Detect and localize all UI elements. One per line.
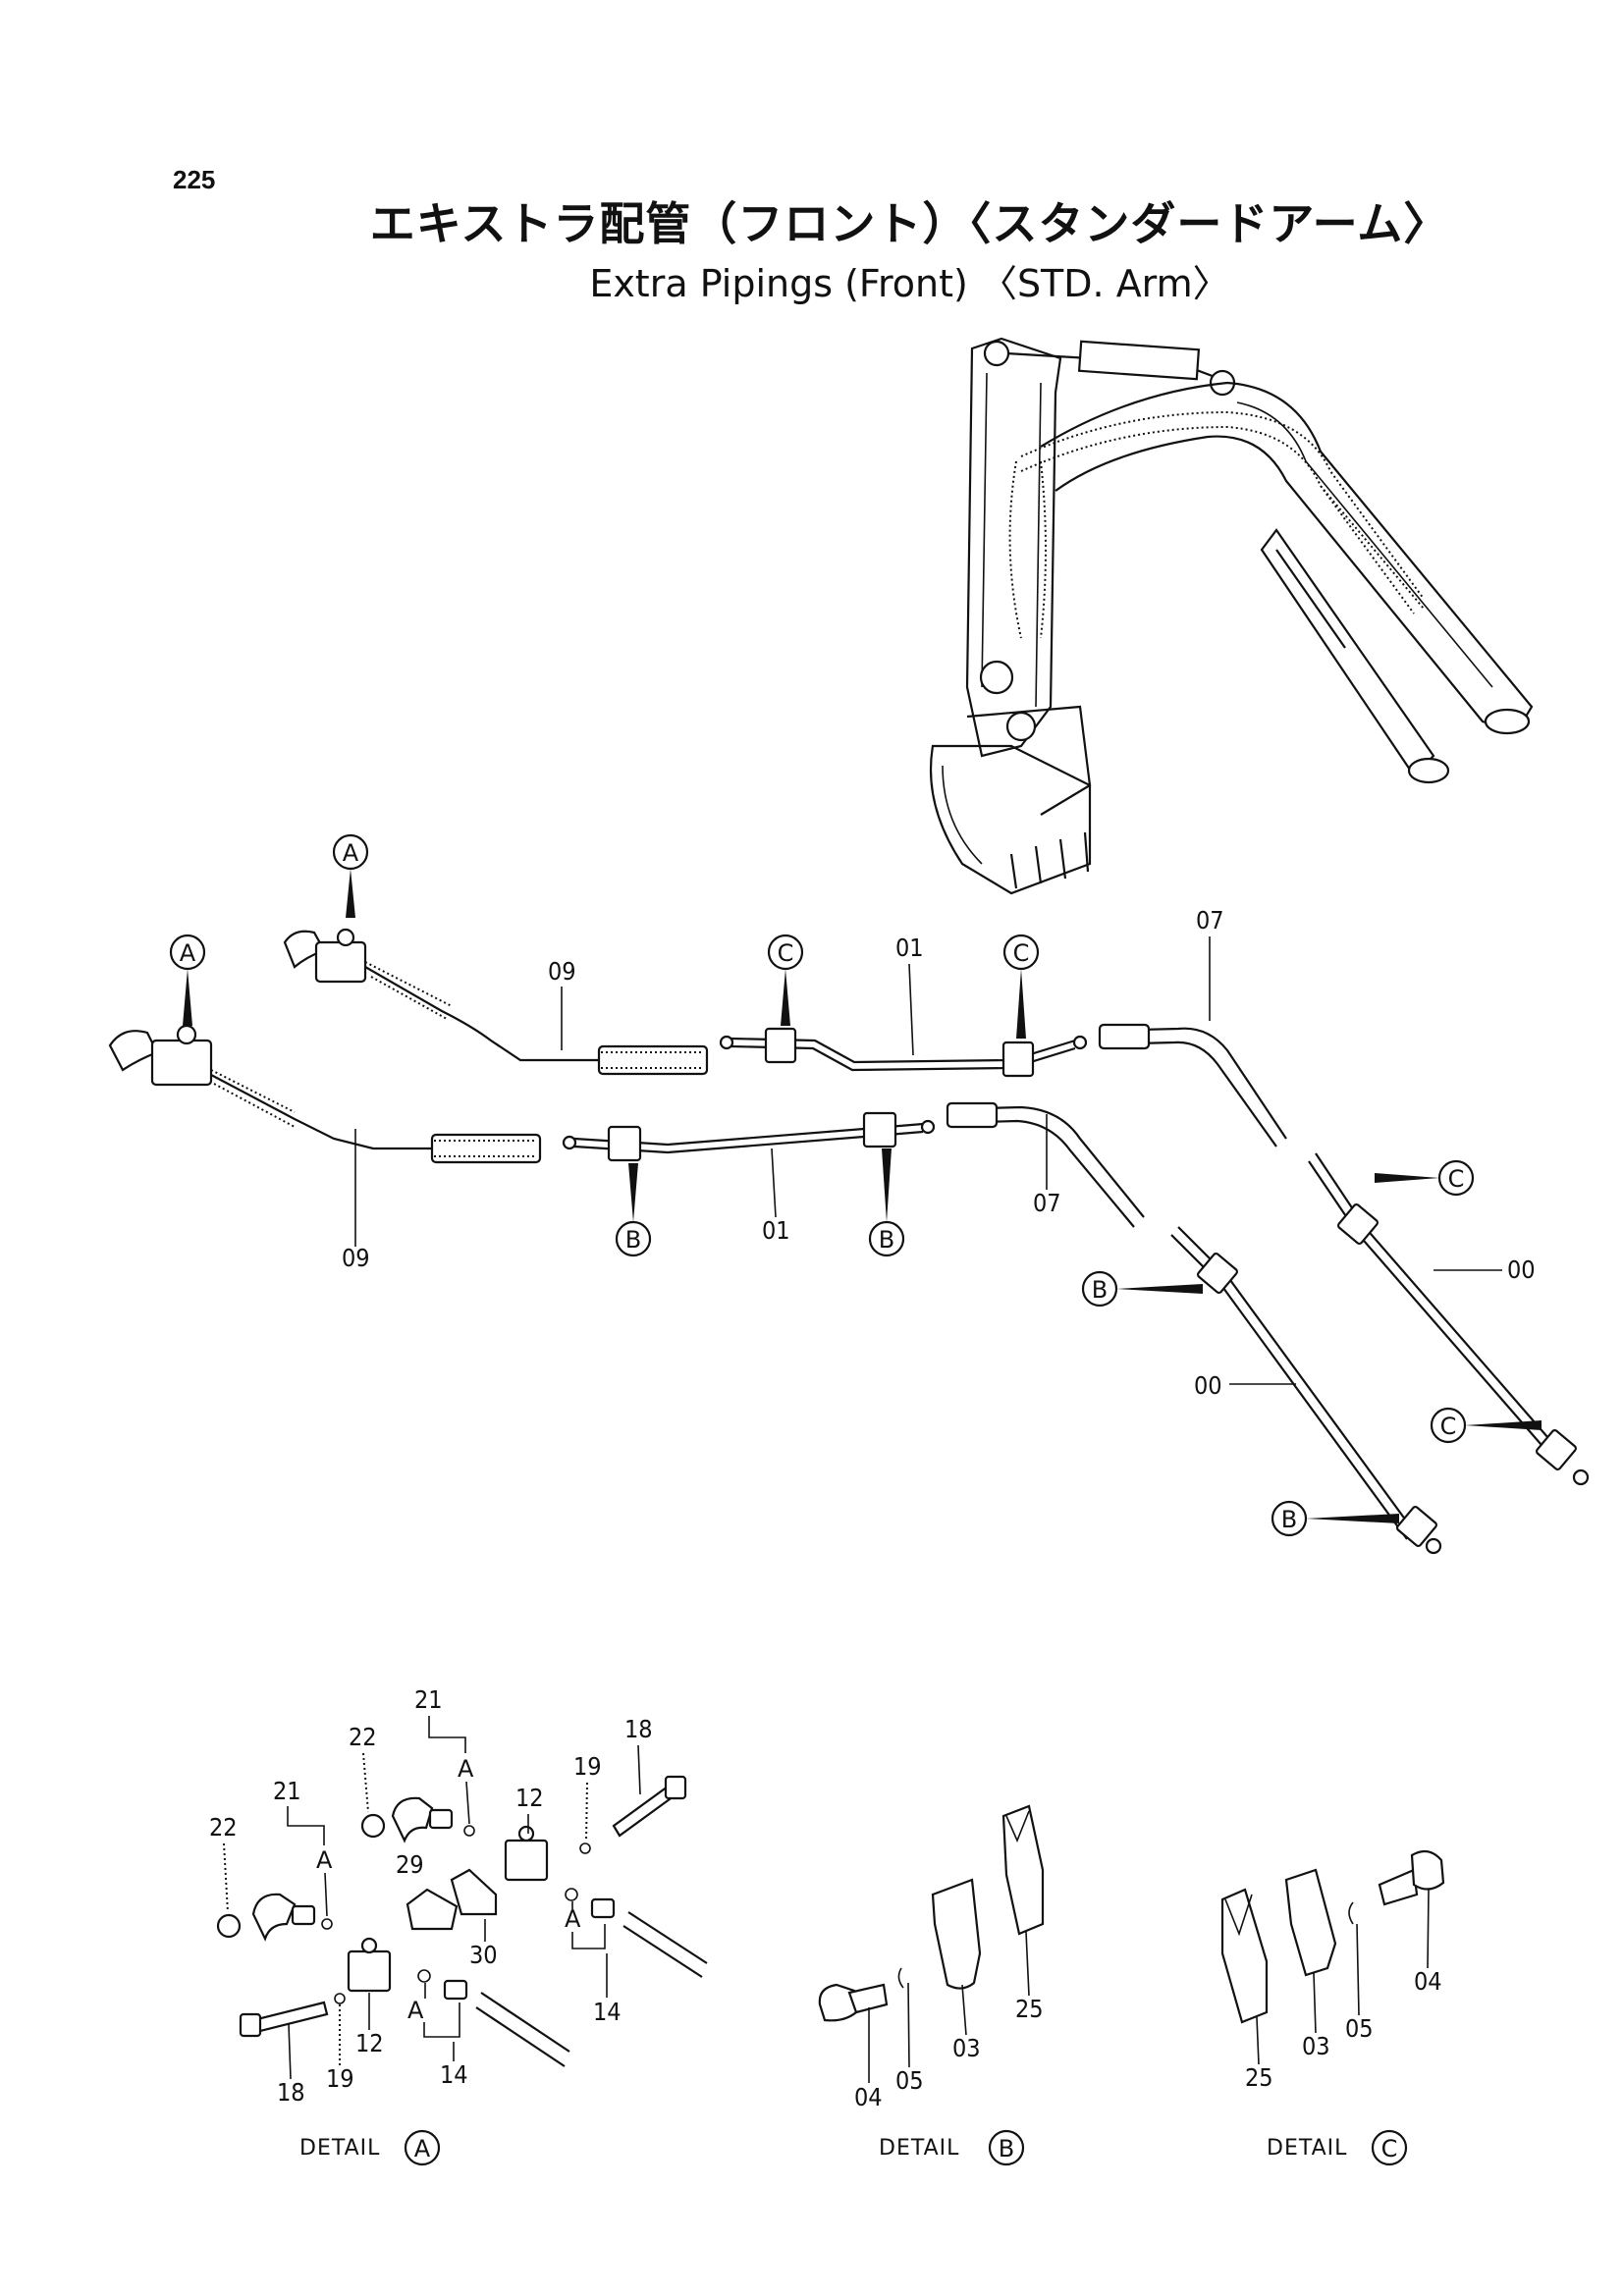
label-30: 30 bbox=[469, 1941, 498, 1969]
detail-a-label: DETAIL bbox=[299, 2136, 380, 2161]
detail-c: 25 03 05 04 DETAIL C bbox=[1220, 1849, 1445, 2166]
title-japanese: エキストラ配管（フロント）〈スタンダードアーム〉 bbox=[369, 197, 1450, 250]
callout-c-1: C bbox=[767, 934, 804, 1026]
page-number: 225 bbox=[173, 165, 216, 194]
label-12-a1: 12 bbox=[355, 2029, 384, 2057]
callout-c-4: C bbox=[1430, 1407, 1542, 1444]
label-21-a2: 21 bbox=[414, 1685, 443, 1714]
label-18-a1: 18 bbox=[277, 2078, 305, 2107]
label-01-upper: 01 bbox=[895, 934, 924, 962]
label-21-a1: 21 bbox=[273, 1777, 301, 1805]
label-03-c: 03 bbox=[1302, 2032, 1330, 2060]
label-04-c: 04 bbox=[1414, 1967, 1442, 1996]
svg-text:C: C bbox=[1440, 1413, 1457, 1440]
label-22-a1: 22 bbox=[209, 1813, 238, 1842]
part-labels-upper: 09 01 07 00 09 01 07 00 bbox=[342, 906, 1536, 1400]
svg-text:C: C bbox=[1381, 2135, 1398, 2163]
label-05-c: 05 bbox=[1345, 2014, 1374, 2043]
label-19-a2: 19 bbox=[573, 1752, 602, 1781]
svg-text:A: A bbox=[407, 1997, 424, 2024]
label-04-b: 04 bbox=[854, 2083, 883, 2111]
label-14-a2: 14 bbox=[593, 1998, 622, 2026]
lower-pipe-assembly bbox=[108, 1024, 1442, 1555]
callout-a-lower: A bbox=[169, 934, 206, 1026]
callout-b-3: B bbox=[1081, 1270, 1203, 1308]
upper-pipe-assembly bbox=[283, 928, 1590, 1486]
detail-c-label: DETAIL bbox=[1267, 2136, 1347, 2161]
svg-text:A: A bbox=[565, 1905, 581, 1933]
label-29: 29 bbox=[396, 1850, 424, 1879]
svg-text:A: A bbox=[180, 939, 196, 967]
label-00-upper: 00 bbox=[1507, 1255, 1536, 1284]
callout-c-2: C bbox=[1002, 934, 1040, 1039]
callout-c-3: C bbox=[1375, 1159, 1475, 1197]
label-12-a2: 12 bbox=[515, 1784, 544, 1812]
label-25-c: 25 bbox=[1245, 2063, 1273, 2092]
label-09-upper: 09 bbox=[548, 957, 576, 986]
label-03-b: 03 bbox=[952, 2034, 981, 2062]
label-22-a2: 22 bbox=[349, 1723, 377, 1751]
detail-b-label: DETAIL bbox=[879, 2136, 959, 2161]
svg-text:A: A bbox=[316, 1846, 333, 1874]
svg-text:B: B bbox=[1092, 1276, 1108, 1304]
excavator-front-illustration bbox=[929, 337, 1534, 895]
label-14-a1: 14 bbox=[440, 2060, 468, 2089]
svg-text:B: B bbox=[1281, 1506, 1297, 1533]
svg-text:C: C bbox=[778, 939, 794, 967]
label-07-lower: 07 bbox=[1033, 1189, 1061, 1217]
callout-a-upper: A bbox=[332, 833, 369, 918]
label-18-a2: 18 bbox=[624, 1715, 653, 1743]
svg-text:A: A bbox=[458, 1755, 474, 1783]
detail-b: 04 05 03 25 DETAIL B bbox=[818, 1804, 1045, 2166]
svg-text:A: A bbox=[343, 839, 359, 867]
label-09-lower: 09 bbox=[342, 1244, 370, 1272]
label-25-b: 25 bbox=[1015, 1995, 1044, 2023]
title-english: Extra Pipings (Front) 〈STD. Arm〉 bbox=[589, 262, 1230, 305]
label-05-b: 05 bbox=[895, 2066, 924, 2095]
svg-text:A: A bbox=[414, 2135, 431, 2163]
svg-text:B: B bbox=[999, 2135, 1014, 2163]
callout-b-2: B bbox=[868, 1148, 905, 1257]
label-19-a1: 19 bbox=[326, 2064, 354, 2093]
label-01-lower: 01 bbox=[762, 1216, 790, 1245]
svg-text:C: C bbox=[1448, 1165, 1465, 1193]
label-00-lower: 00 bbox=[1194, 1371, 1222, 1400]
label-07-upper: 07 bbox=[1196, 906, 1224, 934]
svg-text:C: C bbox=[1013, 939, 1030, 967]
svg-text:B: B bbox=[625, 1226, 641, 1254]
callout-b-1: B bbox=[615, 1163, 652, 1257]
detail-a: 22 21 A 22 21 A 29 12 12 30 19 18 A 14 1… bbox=[209, 1685, 708, 2166]
callout-b-4: B bbox=[1271, 1500, 1399, 1537]
svg-text:B: B bbox=[879, 1226, 894, 1254]
